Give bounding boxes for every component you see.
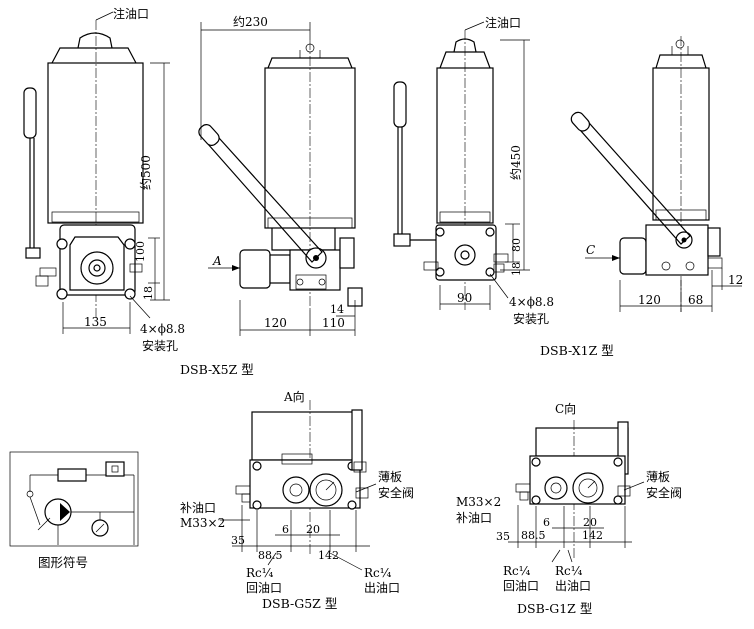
dim-6-a: 6 [282,523,289,536]
dim-approx-230: 约230 [233,14,268,29]
dim-120-a: 120 [264,316,287,330]
rc-label-4: Rc¼ [555,564,583,578]
dim-18-a: 18 [142,286,155,300]
mount-holes-label-2: 4×ϕ8.8 [509,295,554,309]
thin-plate-label-1: 薄板 [378,469,402,484]
g1z-c-view [508,420,645,563]
dim-20-b: 20 [583,516,597,529]
fill-port-label-1: 注油口 [113,6,149,21]
outlet-port-label-1: 出油口 [364,581,400,595]
safety-valve-label-2: 安全阀 [646,485,682,500]
dim-110: 110 [322,316,345,330]
outlet-port-label-2: 出油口 [555,579,591,593]
mount-holes-label-1: 4×ϕ8.8 [140,322,185,336]
x1z-side-view [570,36,742,312]
dim-88-5-a: 88.5 [258,549,283,562]
graphic-symbol-caption: 图形符号 [38,555,88,570]
thread-label-2: M33×2 [456,495,501,509]
view-c-label: C向 [555,401,576,416]
x5z-front-view [23,11,170,334]
g5z-a-view [220,400,377,571]
dim-35-b: 35 [496,530,510,543]
dim-90: 90 [457,291,472,305]
rc-label-1: Rc¼ [246,566,274,580]
model-x1z-caption: DSB-X1Z 型 [540,343,614,358]
mount-holes-label-2b: 安装孔 [513,311,549,326]
dim-18-b: 18 [510,262,523,276]
refill-port-label-1: 补油口 [180,501,216,515]
fill-port-label-2: 注油口 [485,15,521,30]
dim-6-b: 6 [543,516,550,529]
dim-12: 12 [728,273,743,287]
arrow-c-label: C [586,243,595,257]
dim-135: 135 [84,315,107,329]
refill-port-label-2: 补油口 [456,511,492,525]
model-g5z-caption: DSB-G5Z 型 [262,596,337,611]
thread-label-1: M33×2 [180,516,225,530]
rc-label-3: Rc¼ [503,564,531,578]
arrow-a-label: A [212,254,222,268]
thin-plate-label-2: 薄板 [646,469,670,484]
return-port-label-1: 回油口 [246,581,282,595]
dim-100: 100 [134,241,147,262]
rc-label-2: Rc¼ [364,566,392,580]
dim-142-b: 142 [582,529,603,542]
return-port-label-2: 回油口 [503,579,539,593]
dim-68: 68 [688,293,703,307]
x1z-front-view [393,21,530,310]
dim-80: 80 [510,238,523,252]
dim-approx-450: 约450 [508,145,523,180]
dim-142-a: 142 [318,549,339,562]
dim-88-5-b: 88.5 [521,529,546,542]
model-g1z-caption: DSB-G1Z 型 [517,601,592,616]
dim-120-b: 120 [638,293,661,307]
model-x5z-caption: DSB-X5Z 型 [180,362,254,377]
dim-20-a: 20 [306,523,320,536]
x5z-side-view [198,22,363,336]
mount-holes-label-1b: 安装孔 [142,338,178,353]
dim-35-a: 35 [231,534,245,547]
dim-14: 14 [330,303,344,316]
hydraulic-symbol [9,451,139,547]
safety-valve-label-1: 安全阀 [378,485,414,500]
dim-approx-500: 约500 [138,155,153,190]
view-a-label: A向 [283,389,305,404]
